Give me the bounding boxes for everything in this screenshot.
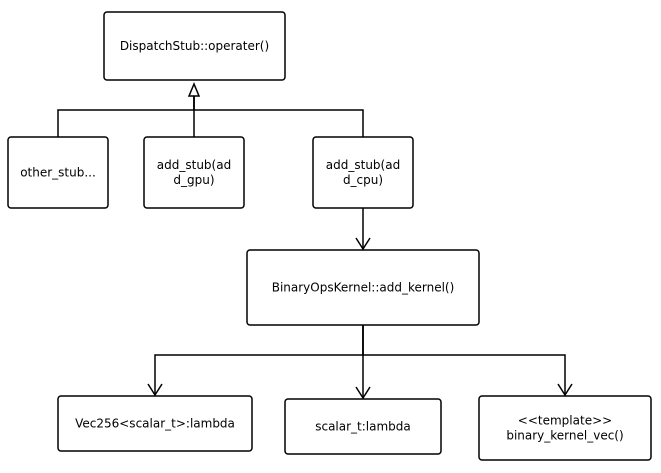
node-gpu-label-1: d_gpu) (173, 173, 214, 187)
node-other-label-0: other_stub... (20, 166, 96, 180)
node-template-label-0: <<template>> (518, 414, 612, 428)
edge-kernel-to-template-arrowhead (557, 383, 573, 397)
node-dispatch-label-0: DispatchStub::operater() (120, 39, 269, 53)
edge-cpu-to-kernel (355, 208, 371, 251)
nodes-layer: DispatchStub::operater()other_stub... add… (7, 11, 652, 461)
node-template-label-1: binary_kernel_vec() (506, 429, 623, 443)
edge-cpu-to-dispatch (193, 96, 364, 137)
edge-other-to-dispatch-line (57, 96, 195, 137)
node-dispatch: DispatchStub::operater() (103, 11, 286, 81)
edges-layer (57, 82, 573, 400)
edge-kernel-to-vec (147, 325, 364, 397)
node-cpu-label-1: d_cpu) (343, 173, 383, 187)
node-scalar-box (284, 398, 442, 455)
edge-kernel-to-template-line (362, 325, 566, 395)
node-template-box (478, 395, 652, 461)
edge-kernel-to-vec-arrowhead (147, 383, 163, 397)
edge-kernel-to-vec-line (154, 325, 364, 395)
edge-kernel-to-scalar-arrowhead (355, 386, 371, 400)
node-kernel-label-0: BinaryOpsKernel::add_kernel() (272, 281, 455, 295)
edge-cpu-to-dispatch-line (193, 96, 364, 137)
node-other: other_stub... (7, 136, 109, 209)
edge-kernel-to-template (362, 325, 573, 397)
node-scalar-label-0: scalar_t:lambda (315, 420, 411, 434)
node-gpu-box (143, 136, 245, 209)
node-vec-box (57, 395, 253, 452)
node-cpu: add_stub(add_cpu) (312, 136, 414, 209)
node-kernel: BinaryOpsKernel::add_kernel() (246, 249, 480, 326)
node-vec-label-0: Vec256<scalar_t>:lambda (75, 417, 235, 431)
node-other-box (7, 136, 109, 209)
node-scalar: scalar_t:lambda (284, 398, 442, 455)
node-gpu: add_stub(add_gpu) (143, 136, 245, 209)
node-cpu-label-0: add_stub(ad (326, 158, 400, 172)
edge-cpu-to-kernel-arrowhead (355, 237, 371, 251)
node-template: <<template>>binary_kernel_vec() (478, 395, 652, 461)
edge-other-to-dispatch (57, 96, 195, 137)
node-kernel-box (246, 249, 480, 326)
node-cpu-box (312, 136, 414, 209)
node-vec: Vec256<scalar_t>:lambda (57, 395, 253, 452)
node-gpu-label-0: add_stub(ad (157, 158, 231, 172)
node-dispatch-box (103, 11, 286, 81)
inheritance-arrowhead (187, 82, 201, 97)
